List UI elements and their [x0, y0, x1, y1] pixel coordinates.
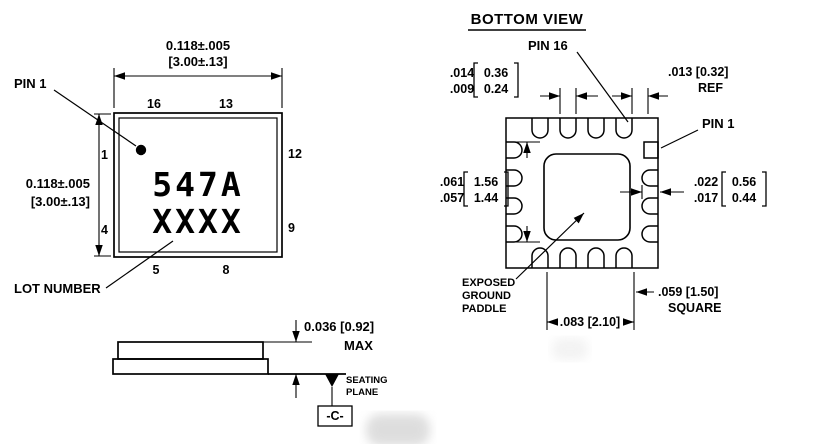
pin16-label: PIN 16	[528, 38, 568, 53]
lead-span-in-min: .057	[440, 191, 464, 205]
package-outline-bottom	[505, 117, 659, 269]
top-view: PIN 1 0.118±.005 [3.00±.13] 0.118±.005 […	[14, 38, 302, 296]
pad-top-2	[559, 118, 577, 139]
scan-smudge	[366, 414, 430, 444]
lead-width-mm-min: 0.24	[484, 82, 508, 96]
pin-number-13: 13	[219, 97, 233, 111]
paddle-label-3: PADDLE	[462, 303, 506, 315]
pin1-leader	[53, 89, 137, 147]
side-height-max: MAX	[344, 338, 373, 353]
package-outline-outer	[113, 112, 283, 258]
lot-number-label: LOT NUMBER	[14, 281, 101, 296]
pad-bottom-3	[587, 247, 605, 268]
lead-length-mm-max: 0.56	[732, 175, 756, 189]
lead-span-mm-max: 1.56	[474, 175, 498, 189]
paddle-width-value: .083 [2.10]	[560, 315, 620, 329]
scan-smudge-faint	[552, 338, 588, 360]
pad-bottom-1	[531, 247, 549, 268]
lead-length-mm-min: 0.44	[732, 191, 756, 205]
pin-number-8: 8	[223, 263, 230, 277]
bracket-left	[463, 171, 468, 207]
lead-length-dimension: .022 .017 0.56 0.44	[620, 171, 767, 207]
height-dim-inches: 0.118±.005	[26, 176, 90, 191]
side-height-dim: 0.036 [0.92]	[304, 319, 374, 334]
lead-gap-value: .013 [0.32]	[668, 65, 728, 79]
lead-width-in-min: .009	[450, 82, 474, 96]
pad-right-2	[641, 169, 658, 187]
paddle-width-dimension: .083 [2.10]	[546, 272, 635, 330]
package-outline-inner	[118, 117, 278, 253]
lead-gap-dimension: .013 [0.32] REF	[612, 65, 728, 114]
pad-bottom-4	[615, 247, 633, 268]
lead-gap-ref: REF	[698, 81, 723, 95]
pin16-leader	[576, 51, 629, 123]
lead-span-mm-min: 1.44	[474, 191, 498, 205]
exposed-paddle	[543, 153, 631, 241]
datum-box	[317, 405, 353, 427]
width-dim-mm: [3.00±.13]	[168, 54, 227, 69]
pad-top-1	[531, 118, 549, 139]
paddle-label-2: GROUND	[462, 290, 511, 302]
bracket-left	[473, 62, 478, 98]
lead-width-dimension: .014 .009 0.36 0.24	[450, 62, 598, 114]
datum-label: -C-	[326, 409, 343, 423]
bracket-right	[762, 171, 767, 207]
lead-width-mm-max: 0.36	[484, 66, 508, 80]
paddle-dim-square: SQUARE	[668, 301, 721, 315]
pin1-bottom-label: PIN 1	[702, 116, 735, 131]
lead-span-dimension: .061 .057 1.56 1.44	[440, 141, 540, 243]
width-dim-inches: 0.118±.005	[166, 38, 230, 53]
seating-plane-label-2: PLANE	[346, 387, 378, 398]
pin-number-4: 4	[101, 223, 108, 237]
marking-line2: XXXX	[152, 202, 243, 241]
pad-top-4	[615, 118, 633, 139]
pin1-bottom-leader	[660, 129, 699, 149]
height-dim-mm: [3.00±.13]	[31, 194, 90, 209]
paddle-leader	[515, 212, 585, 280]
side-view: 0.036 [0.92] MAX -C- SEATING PLANE	[112, 319, 388, 427]
bracket-right	[514, 62, 519, 98]
pin-number-5: 5	[153, 263, 160, 277]
pin-number-1: 1	[101, 148, 108, 162]
package-base-side	[112, 358, 269, 375]
datum-triangle-icon	[325, 374, 339, 387]
pad-top-3	[587, 118, 605, 139]
lead-width-in-max: .014	[450, 66, 474, 80]
package-body-side	[117, 341, 264, 360]
paddle-label-1: EXPOSED	[462, 277, 515, 289]
pad-left-3	[506, 197, 523, 215]
pad-right-4	[641, 225, 658, 243]
seating-plane-label-1: SEATING	[346, 375, 388, 386]
pin-number-16: 16	[147, 97, 161, 111]
pin1-dot	[135, 144, 147, 156]
lot-number-leader	[105, 240, 174, 289]
paddle-square-dimension: .059 [1.50] SQUARE	[636, 285, 721, 315]
pad-right-pin1-square	[643, 141, 659, 159]
pad-left-1	[506, 141, 523, 159]
lead-length-in-max: .022	[694, 175, 718, 189]
lead-span-in-max: .061	[440, 175, 464, 189]
pin-number-12: 12	[288, 147, 302, 161]
pin-number-9: 9	[288, 221, 295, 235]
bottom-view: BOTTOM VIEW PIN 16 PIN 1 .014	[440, 11, 767, 330]
pad-left-4	[506, 225, 523, 243]
pad-bottom-2	[559, 247, 577, 268]
pad-right-3	[641, 197, 658, 215]
paddle-dim-value: .059 [1.50]	[658, 285, 718, 299]
bracket-right	[504, 171, 509, 207]
pin1-label: PIN 1	[14, 76, 47, 91]
pad-left-2	[506, 169, 523, 187]
lead-length-in-min: .017	[694, 191, 718, 205]
bottom-view-title: BOTTOM VIEW	[471, 11, 584, 28]
marking-line1: 547A	[152, 165, 243, 204]
bracket-left	[721, 171, 726, 207]
